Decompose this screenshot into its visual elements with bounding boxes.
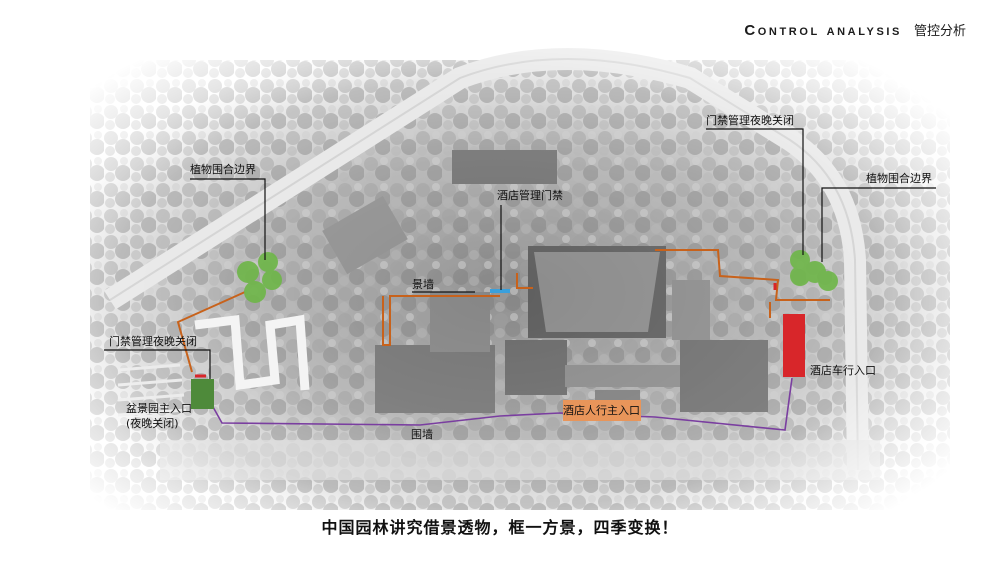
stepped-plaza [117, 363, 187, 417]
label-vehicle-entrance: 酒店车行入口 [810, 363, 876, 377]
garden-path [194, 314, 310, 391]
leader-lines [104, 128, 936, 379]
header: Control analysis 管控分析 [744, 20, 966, 39]
street [160, 440, 880, 480]
header-title-en: Control analysis [744, 22, 902, 39]
boundary-scenery-wall [382, 295, 500, 346]
label-hotel-gate: 酒店管理门禁 [497, 188, 563, 202]
label-gate-night-close-right: 门禁管理夜晚关闭 [706, 113, 794, 127]
road-edge [109, 58, 859, 471]
label-plant-boundary-right: 植物围合边界 [866, 171, 932, 185]
tree-cluster-left [237, 252, 282, 303]
label-bonsai-entrance-note: (夜晚关闭) [126, 416, 179, 430]
boundary-left [176, 291, 246, 373]
boundary-center [516, 273, 533, 289]
header-title-cn: 管控分析 [913, 24, 966, 39]
aerial-base [90, 48, 950, 510]
pedestrian-entrance-box [563, 400, 641, 421]
caption: 中国园林讲究借景透物，框一方景，四季变换！ [321, 518, 679, 537]
buildings [322, 150, 768, 413]
label-enclosure-wall: 围墙 [411, 427, 433, 441]
boundary-right [655, 249, 830, 301]
tree-cluster-right [790, 250, 838, 291]
label-bonsai-entrance: 盆景园主入口 [126, 401, 192, 415]
vehicle-entrance-block [783, 314, 805, 377]
label-plant-boundary-left: 植物围合边界 [190, 162, 256, 176]
enclosure-wall-line [207, 377, 793, 431]
bonsai-entrance-block [191, 379, 214, 409]
label-pedestrian-entrance: 酒店人行主入口 [563, 403, 640, 417]
label-scenery-wall: 景墙 [412, 277, 434, 291]
boundary-lines [176, 249, 830, 373]
label-gate-night-close-left: 门禁管理夜晚关闭 [109, 334, 197, 348]
